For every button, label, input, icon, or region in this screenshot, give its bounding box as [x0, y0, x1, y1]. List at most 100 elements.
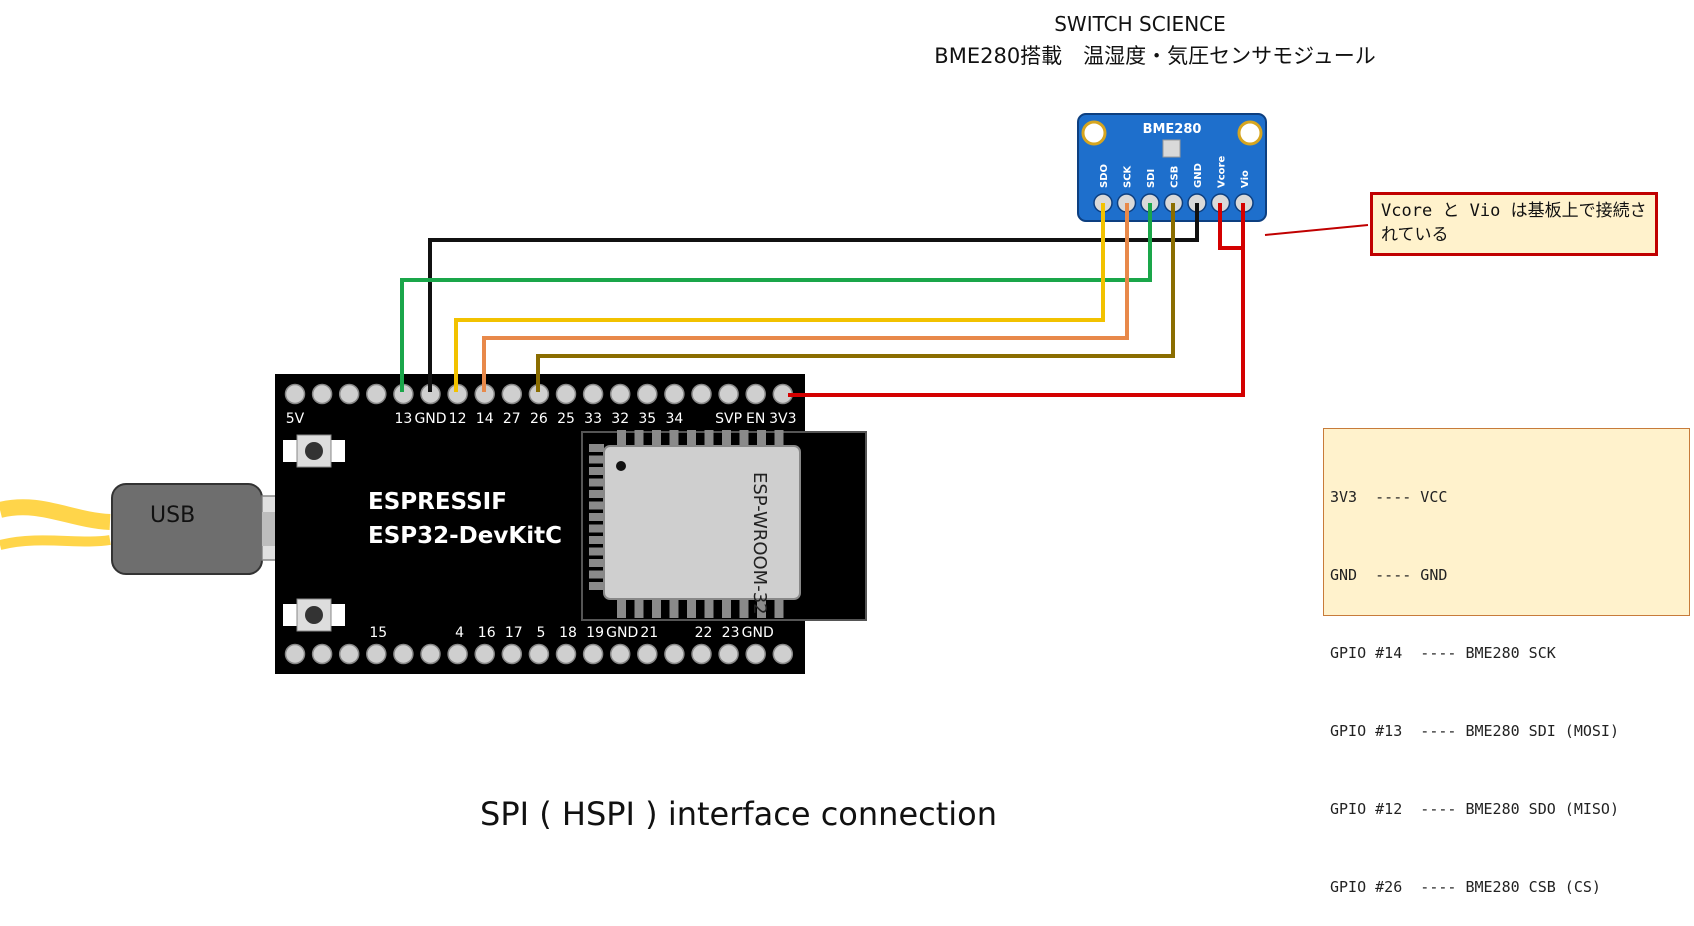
pin-label-top: 14 [476, 411, 494, 427]
header-pin-bottom [284, 643, 306, 665]
castellation-left [589, 467, 604, 475]
note-line-1: Vcore と Vio は基板上で接続さ [1381, 201, 1647, 221]
wire-sck-gpio14 [482, 203, 1129, 392]
header-pin-bottom [420, 643, 441, 665]
header-pin-bottom [338, 643, 360, 665]
usb-label: USB [150, 503, 195, 528]
board-brand: ESPRESSIF [368, 489, 507, 515]
bme280-pin-label: CSB [1170, 166, 1181, 188]
header-pin-top [582, 383, 604, 405]
diagram-caption: SPI ( HSPI ) interface connection [480, 795, 998, 833]
module-maker: SWITCH SCIENCE [1054, 12, 1226, 36]
castellation-bottom [722, 600, 731, 618]
wire-sdi-gpio13 [400, 203, 1152, 392]
diagram-stage: USB ESPRESSIF ESP32-DevKitC ESP-WROOM-32… [0, 12, 1690, 896]
header-pin-top [501, 383, 523, 405]
mapping-row: GPIO #26 ---- BME280 CSB (CS) [1330, 878, 1601, 896]
castellation-left [589, 444, 604, 452]
header-pin-bottom [501, 643, 523, 665]
castellation-top [617, 430, 626, 446]
wire-csb-gpio26 [536, 203, 1175, 392]
pin-label-top: 33 [584, 411, 602, 427]
pin-label-top: SVP [715, 411, 742, 427]
castellation-bottom [704, 600, 714, 618]
pin-label-bottom: 18 [559, 625, 577, 641]
castellation-bottom [669, 600, 679, 618]
header-pin-top [284, 383, 306, 405]
wire-gnd [428, 203, 1199, 392]
pin-label-bottom: 4 [455, 625, 464, 641]
header-pin-bottom [555, 643, 577, 665]
pin-mapping-table: 3V3 ---- VCC GND ---- GND GPIO #14 ---- … [1323, 428, 1690, 896]
pin-label-bottom: 17 [505, 625, 523, 641]
castellation-top [669, 430, 679, 446]
header-pin-bottom [366, 643, 387, 665]
bme280-pin-label: GND [1193, 163, 1204, 188]
bme280-chip-label: BME280 [1143, 122, 1202, 137]
pin-label-bottom: 22 [695, 625, 713, 641]
header-pin-top [664, 383, 685, 405]
pin-label-top: EN [746, 411, 765, 427]
note-line-2: れている [1381, 225, 1449, 245]
header-pin-bottom [447, 643, 468, 665]
castellation-left [589, 455, 604, 464]
header-pin-top [718, 383, 739, 405]
wire-3v3-vio [788, 203, 1245, 397]
usb-cable [0, 499, 111, 530]
castellation-top [774, 430, 784, 446]
pin-label-top: 25 [557, 411, 575, 427]
pin-label-top: 13 [394, 411, 412, 427]
castellation-bottom [652, 600, 661, 618]
wroom-label: ESP-WROOM-32 [749, 472, 770, 615]
pin-label-bottom: GND [606, 625, 638, 641]
header-pin-bottom [609, 643, 631, 665]
pin-label-bottom: 5 [536, 625, 545, 641]
mapping-row: GPIO #14 ---- BME280 SCK [1330, 644, 1556, 662]
bme280-sensor [1162, 139, 1181, 158]
header-pin-bottom [582, 643, 604, 665]
bme280-pin-label: Vio [1240, 170, 1251, 188]
header-pin-bottom [474, 643, 495, 665]
pin-label-bottom: 21 [640, 625, 658, 641]
pin-label-top: 12 [449, 411, 467, 427]
boot-button [283, 434, 345, 468]
wires [400, 203, 1369, 397]
usb-cable-strand [0, 535, 111, 550]
header-pin-bottom [718, 643, 739, 665]
castellation-top [722, 430, 731, 446]
header-pin-bottom [393, 643, 414, 665]
castellation-top [687, 430, 696, 446]
note-callout: Vcore と Vio は基板上で接続さ れている [1370, 192, 1658, 256]
castellation-left [589, 582, 604, 590]
wiring-diagram: USB ESPRESSIF ESP32-DevKitC ESP-WROOM-32… [0, 113, 1369, 674]
wire-sdo-gpio12 [454, 203, 1105, 392]
castellation-bottom [774, 600, 784, 618]
bme280-pin-label: SDI [1146, 169, 1157, 188]
pin-label-bottom: 23 [722, 625, 740, 641]
castellation-left [589, 536, 604, 544]
mapping-row: GPIO #12 ---- BME280 SDO (MISO) [1330, 800, 1619, 818]
header-pin-top [691, 383, 712, 405]
header-pin-top [555, 383, 577, 405]
wroom-can [603, 445, 801, 600]
castellation-bottom [634, 600, 644, 618]
header-pin-top [637, 383, 658, 405]
castellation-left [589, 478, 604, 487]
pin-label-top: 5V [286, 411, 305, 427]
castellation-top [652, 430, 661, 446]
castellation-top [739, 430, 749, 446]
header-pin-bottom [664, 643, 685, 665]
reset-button [283, 598, 345, 632]
castellation-top [704, 430, 714, 446]
mapping-row: GND ---- GND [1330, 566, 1448, 584]
pin-label-bottom: 15 [369, 625, 387, 641]
wroom-castellations [589, 430, 784, 618]
castellation-top [757, 430, 766, 446]
header-pin-bottom [637, 643, 658, 665]
mapping-row: 3V3 ---- VCC [1330, 488, 1448, 506]
header-pin-bottom [528, 643, 550, 665]
pin-label-top: 35 [638, 411, 656, 427]
pin-label-top: 27 [503, 411, 521, 427]
